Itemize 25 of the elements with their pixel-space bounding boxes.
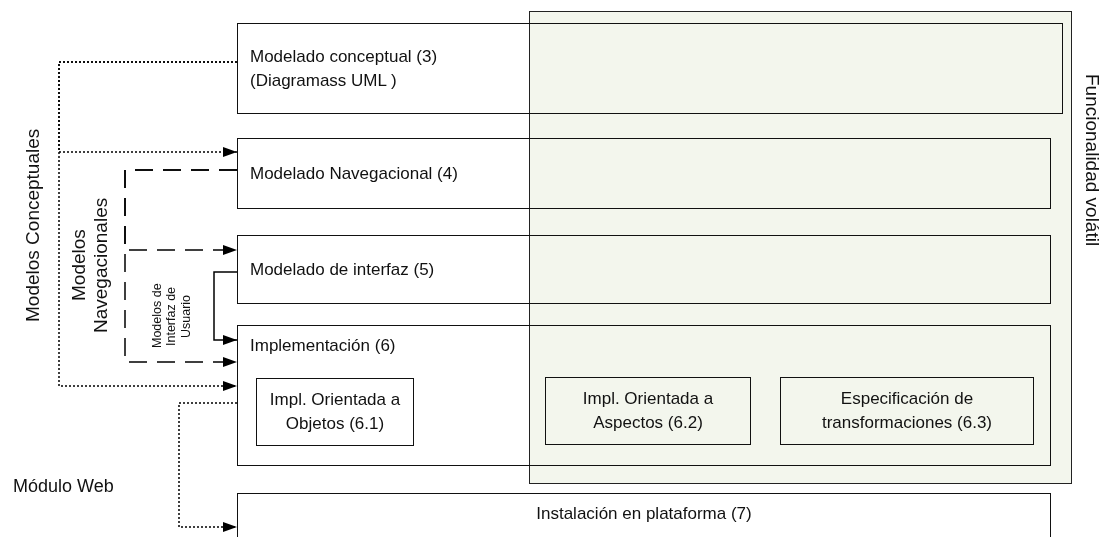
process-box [545,377,751,445]
process-box [780,377,1034,445]
side-label: Módulo Web [13,476,114,497]
box-label: Impl. Orientada a Objetos (6.1) [269,389,401,435]
box-label: Modelado conceptual (3) (Diagramass UML ) [250,45,439,92]
process-box [237,23,1063,114]
box-label: Modelado Navegacional (4) [250,162,458,185]
box-label: Modelado de interfaz (5) [250,258,435,281]
side-label: Modelos de Interfaz de Usuario [150,282,194,351]
connector-arrow [213,271,238,345]
side-label: Modelos Conceptuales [22,127,44,324]
box-label: Implementación (6) [250,335,396,357]
box-label: Instalación en plataforma (7) [536,503,752,525]
connector-arrow [124,169,238,367]
connector-arrow [178,402,238,532]
process-box [237,138,1051,209]
process-box [237,325,1051,466]
connector-arrow [58,61,238,391]
box-label: Especificación de transformaciones (6.3) [820,388,994,434]
process-box [237,235,1051,304]
process-box [256,378,414,446]
box-label: Impl. Orientada a Aspectos (6.2) [581,388,715,434]
region-label: Funcionalidad volátil [1081,74,1103,247]
process-box [237,493,1051,537]
side-label: Modelos Navegacionales [68,196,112,335]
